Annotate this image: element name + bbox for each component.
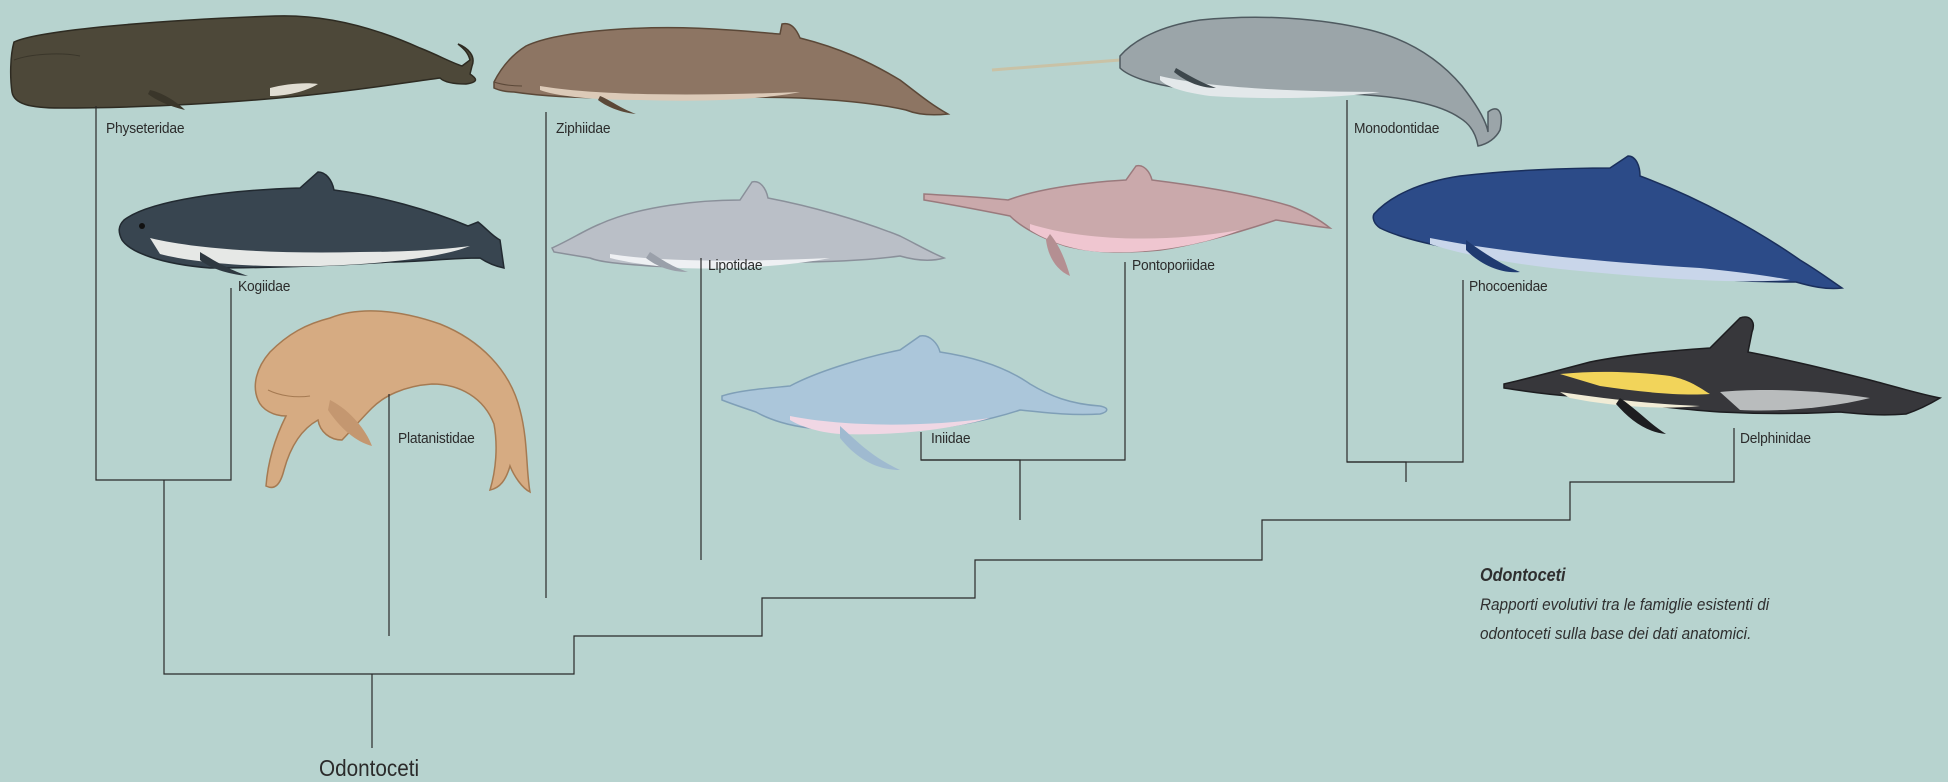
sperm-whale-icon	[11, 16, 476, 110]
label-kogiidae: Kogiidae	[238, 278, 290, 295]
caption-title: Odontoceti	[1480, 565, 1777, 586]
amazon-river-dolphin-icon	[722, 336, 1107, 470]
label-pontoporiidae: Pontoporiidae	[1132, 257, 1215, 274]
franciscana-icon	[924, 166, 1330, 276]
caption-body: Rapporti evolutivi tra le famiglie esist…	[1480, 590, 1804, 648]
porpoise-icon	[1373, 156, 1842, 289]
label-lipotidae: Lipotidae	[708, 257, 762, 274]
pygmy-sperm-whale-icon	[119, 172, 504, 276]
beaked-whale-icon	[494, 24, 948, 115]
label-ziphiidae: Ziphiidae	[556, 120, 610, 137]
animal-illustrations	[11, 16, 1940, 492]
label-monodontidae: Monodontidae	[1354, 120, 1439, 137]
label-platanistidae: Platanistidae	[398, 430, 475, 447]
label-physeteridae: Physeteridae	[106, 120, 184, 137]
common-dolphin-icon	[1504, 317, 1940, 434]
label-iniidae: Iniidae	[931, 430, 970, 447]
river-dolphin-icon	[255, 311, 530, 492]
root-label: Odontoceti	[319, 755, 419, 782]
label-phocoenidae: Phocoenidae	[1469, 278, 1548, 295]
label-delphinidae: Delphinidae	[1740, 430, 1811, 447]
caption: Odontoceti Rapporti evolutivi tra le fam…	[1480, 565, 1810, 648]
